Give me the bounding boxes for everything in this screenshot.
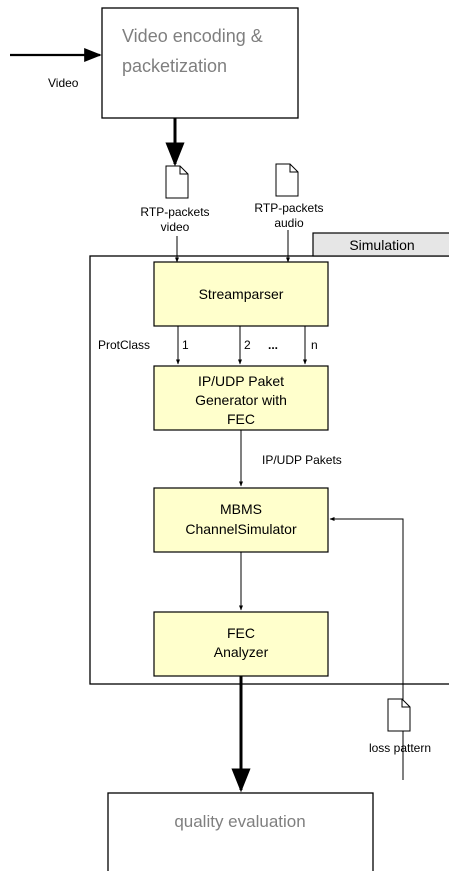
simulation-frame xyxy=(89,255,449,685)
channel-simulator-label-line1: MBMS xyxy=(220,501,262,517)
protclass-label: ProtClass xyxy=(98,338,150,352)
encoder-box xyxy=(101,7,299,119)
fec-analyzer-box xyxy=(153,611,329,677)
channel-simulator-label-line2: ChannelSimulator xyxy=(185,521,297,537)
quality-evaluation-box xyxy=(107,792,374,871)
loss-pattern-label: loss pattern xyxy=(369,741,431,755)
class-1-label: 1 xyxy=(182,338,189,352)
generator-box xyxy=(153,365,329,431)
class-n-label: n xyxy=(311,338,318,352)
document-icon xyxy=(387,698,411,732)
rtp-audio-label-line2: audio xyxy=(274,216,304,230)
document-icon xyxy=(165,165,189,199)
streamparser-box xyxy=(153,261,329,327)
rtp-video-label-line1: RTP-packets xyxy=(140,205,209,219)
streamparser-label: Streamparser xyxy=(199,286,284,302)
encoder-label-line2: packetization xyxy=(122,56,227,76)
encoder-label-line1: Video encoding & xyxy=(122,26,263,46)
class-dots-label: ... xyxy=(268,338,278,352)
channel-simulator-box xyxy=(153,487,329,553)
quality-evaluation-label: quality evaluation xyxy=(174,812,305,831)
simulation-tab xyxy=(312,232,449,257)
rtp-audio-label-line1: RTP-packets xyxy=(254,201,323,215)
rtp-video-label-line2: video xyxy=(161,220,190,234)
class-2-label: 2 xyxy=(244,338,251,352)
generator-label-line3: FEC xyxy=(227,411,255,427)
simulation-tab-label: Simulation xyxy=(349,237,414,253)
fec-analyzer-label-line1: FEC xyxy=(227,625,255,641)
ipudp-label: IP/UDP Pakets xyxy=(262,453,342,467)
generator-label-line1: IP/UDP Paket xyxy=(198,373,284,389)
fec-analyzer-label-line2: Analyzer xyxy=(214,644,269,660)
video-input-label: Video xyxy=(48,76,79,90)
generator-label-line2: Generator with xyxy=(195,392,287,408)
loss-pattern-arrow xyxy=(329,517,404,780)
document-icon xyxy=(275,163,299,197)
